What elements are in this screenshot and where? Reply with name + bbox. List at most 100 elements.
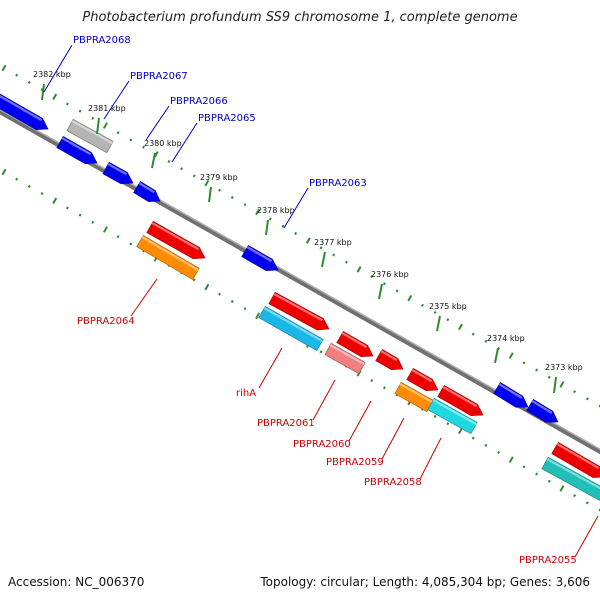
gene-arrow-highlight <box>399 383 433 404</box>
gene-label-text[interactable]: PBPRA2064 <box>77 316 135 327</box>
gene-arrow[interactable] <box>541 456 600 502</box>
tick-mark <box>78 213 82 217</box>
reverse-gene-label[interactable]: PBPRA2059 <box>326 417 405 468</box>
gene-feature[interactable] <box>146 220 206 260</box>
gene-arrow[interactable] <box>526 399 559 423</box>
reverse-gene-label[interactable]: PBPRA2058 <box>364 437 442 488</box>
tick-mark <box>1 168 7 176</box>
gene-arrow[interactable] <box>437 384 484 416</box>
ruler-major-tick <box>96 117 100 135</box>
tick-mark <box>116 235 120 239</box>
gene-feature[interactable] <box>258 305 324 352</box>
tick-mark <box>218 188 222 192</box>
tick-mark <box>180 167 183 171</box>
gene-feature[interactable] <box>493 382 529 408</box>
gene-arrow[interactable] <box>427 397 478 435</box>
tick-mark <box>78 109 82 113</box>
gene-arrow[interactable] <box>406 367 439 391</box>
gene-feature[interactable] <box>375 348 404 371</box>
reverse-gene-label[interactable]: PBPRA2061 <box>257 379 336 429</box>
gene-label-text[interactable]: PBPRA2055 <box>519 555 577 566</box>
gene-arrow-highlight <box>531 400 553 414</box>
gene-feature[interactable] <box>437 384 484 416</box>
gene-label-text[interactable]: PBPRA2068 <box>73 35 131 46</box>
gene-feature[interactable] <box>551 441 600 478</box>
gene-feature[interactable] <box>241 244 279 271</box>
gene-feature[interactable] <box>268 291 330 331</box>
tick-mark <box>421 303 424 307</box>
reverse-gene-label[interactable]: PBPRA2060 <box>293 400 372 450</box>
tick-mark <box>230 299 234 303</box>
tick-mark <box>471 332 475 336</box>
tick-mark <box>142 145 145 149</box>
tick-mark <box>547 479 551 483</box>
tick-mark <box>52 197 58 205</box>
gene-arrow-highlight <box>246 246 273 263</box>
reverse-gene-label[interactable]: PBPRA2064 <box>77 278 158 327</box>
gene-arrow[interactable] <box>551 441 600 478</box>
gene-arrow[interactable] <box>102 161 134 185</box>
gene-label-text[interactable]: PBPRA2059 <box>326 457 384 468</box>
gene-feature[interactable] <box>102 161 134 185</box>
tick-mark <box>204 283 210 291</box>
reverse-gene-label[interactable]: PBPRA2055 <box>519 515 599 566</box>
gene-label-text[interactable]: PBPRA2061 <box>257 418 315 429</box>
gene-label-text[interactable]: rihA <box>236 388 256 399</box>
gene-arrow[interactable] <box>241 244 279 271</box>
forward-gene-label[interactable]: PBPRA2068 <box>43 35 131 93</box>
leader-line <box>258 347 283 389</box>
gene-arrow[interactable] <box>375 348 404 371</box>
tick-mark <box>407 294 413 302</box>
gene-feature[interactable] <box>66 118 114 154</box>
ruler-label: 2379 kbp <box>200 173 238 182</box>
gene-arrow[interactable] <box>133 181 161 202</box>
gene-feature[interactable] <box>133 181 161 202</box>
gene-arrow[interactable] <box>324 342 366 375</box>
ruler-major-tick <box>208 186 212 203</box>
tick-mark <box>65 206 69 210</box>
gene-arrow-highlight <box>546 458 600 490</box>
tick-mark <box>508 352 514 359</box>
gene-feature[interactable] <box>324 342 366 375</box>
ruler-label: 2375 kbp <box>429 302 467 311</box>
ruler-major-tick <box>265 219 269 236</box>
gene-feature[interactable] <box>56 135 98 165</box>
tick-mark <box>356 266 362 273</box>
gene-arrow[interactable] <box>136 234 200 281</box>
gene-label-text[interactable]: PBPRA2063 <box>309 178 367 189</box>
tick-mark <box>446 318 450 322</box>
gene-feature[interactable] <box>526 399 559 423</box>
gene-label-text[interactable]: PBPRA2067 <box>130 71 188 82</box>
forward-gene-label[interactable]: PBPRA2065 <box>171 113 256 163</box>
tick-mark <box>91 220 95 224</box>
reverse-gene-label[interactable]: rihA <box>236 347 283 399</box>
leader-line <box>381 417 405 460</box>
tick-mark <box>40 192 44 196</box>
forward-gene-label[interactable]: PBPRA2063 <box>283 178 367 229</box>
tick-mark <box>305 237 311 244</box>
gene-feature[interactable] <box>0 92 49 130</box>
gene-arrow[interactable] <box>258 305 324 352</box>
ruler-major-tick <box>41 83 45 101</box>
gene-label-text[interactable]: PBPRA2066 <box>170 96 228 107</box>
ruler-major-tick <box>436 315 441 332</box>
gene-feature[interactable] <box>541 456 600 502</box>
leader-line <box>103 80 130 120</box>
ruler-label: 2377 kbp <box>314 238 352 247</box>
gene-arrow-highlight <box>273 293 323 322</box>
gene-label-text[interactable]: PBPRA2060 <box>293 439 351 450</box>
forward-gene-label[interactable]: PBPRA2066 <box>145 96 228 141</box>
gene-feature[interactable] <box>336 330 374 357</box>
gene-label-text[interactable]: PBPRA2058 <box>364 477 422 488</box>
tick-mark <box>243 307 247 311</box>
gene-label-text[interactable]: PBPRA2065 <box>198 113 256 124</box>
gene-feature[interactable] <box>136 234 200 281</box>
tick-mark <box>497 450 501 455</box>
tick-mark <box>344 260 348 264</box>
gene-feature[interactable] <box>427 397 478 435</box>
forward-gene-label[interactable]: PBPRA2067 <box>103 71 188 120</box>
gene-arrow-highlight <box>61 137 92 156</box>
gene-arrow[interactable] <box>66 118 114 154</box>
gene-feature[interactable] <box>406 367 439 391</box>
gene-arrow[interactable] <box>493 382 529 408</box>
